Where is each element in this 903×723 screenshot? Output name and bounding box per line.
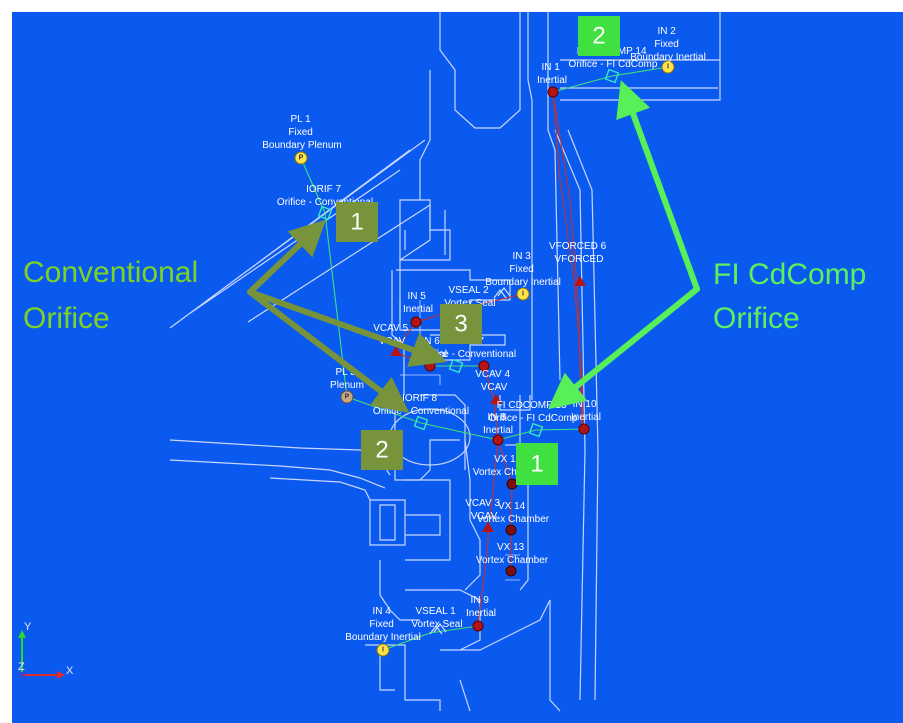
- node-vseal2[interactable]: [493, 287, 511, 299]
- viewport-canvas[interactable]: I I I P P: [12, 12, 903, 723]
- label-fi13: FI CDCOMP 13 Orifice - FI CdComp: [489, 400, 578, 424]
- callout-fi-cdcomp-orifice: FI CdComp Orifice: [713, 258, 875, 335]
- label-vx13: VX 13 Vortex Chamber: [476, 542, 549, 566]
- node-in3[interactable]: I: [516, 287, 530, 301]
- badge-conventional-3: 3: [440, 304, 482, 344]
- svg-text:P: P: [345, 394, 350, 401]
- label-in8: IN 8 Inertial: [483, 412, 513, 436]
- arrow-conventional-2: [247, 289, 410, 413]
- arrow-conventional-1: [247, 219, 327, 295]
- svg-text:3: 3: [454, 311, 467, 338]
- node-vcav3[interactable]: [482, 522, 494, 532]
- arrow-fi-2: [616, 80, 700, 292]
- axis-z-label: Z: [18, 661, 25, 673]
- arrow-conventional-3: [247, 289, 447, 367]
- node-in7[interactable]: [478, 360, 490, 372]
- svg-text:1: 1: [530, 451, 543, 478]
- svg-text:2: 2: [375, 437, 388, 464]
- label-vforced6: VFORCED 6 VFORCED: [549, 241, 609, 265]
- svg-text:I: I: [382, 647, 384, 654]
- node-in9[interactable]: [472, 620, 484, 632]
- label-in2: IN 2 Fixed Boundary Inertial: [630, 26, 706, 63]
- badge-fi-2: 2: [578, 16, 620, 56]
- orifice-iorif-mid[interactable]: [448, 358, 464, 374]
- label-iorif8: IORIF 8 Orifice - Conventional: [373, 393, 469, 417]
- node-in4[interactable]: I: [376, 643, 390, 657]
- badge-conventional-2: 2: [361, 430, 403, 470]
- node-in6[interactable]: [424, 360, 436, 372]
- svg-text:I: I: [667, 64, 669, 71]
- node-in2[interactable]: I: [661, 60, 675, 74]
- node-vcav4[interactable]: [490, 394, 502, 404]
- badge-fi-1: 1: [516, 443, 558, 485]
- label-vx14: VX 14 Vortex Chamber: [477, 501, 550, 525]
- label-in3: IN 3 Fixed Boundary Inertial: [485, 251, 561, 288]
- orifice-iorif8[interactable]: [413, 415, 429, 431]
- label-iorif7: IORIF 7 Orifice - Conventional: [277, 184, 373, 208]
- arrow-fi-1: [547, 286, 700, 410]
- badge-conventional-1: 1: [336, 202, 378, 242]
- axis-y-label: Y: [24, 621, 32, 633]
- node-vcav5[interactable]: [390, 346, 402, 356]
- svg-text:1: 1: [350, 209, 363, 236]
- node-vx15[interactable]: [506, 478, 518, 490]
- label-in9: IN 9 Inertial: [466, 595, 496, 619]
- annotation-arrows: [247, 80, 700, 413]
- orifice-iorif7[interactable]: [317, 205, 333, 221]
- node-in8[interactable]: [492, 434, 504, 446]
- label-vseal1: VSEAL 1 Vortex Seal: [411, 606, 462, 630]
- label-vseal2: VSEAL 2 Vortex Seal: [444, 285, 495, 309]
- node-vseal1[interactable]: [429, 623, 447, 635]
- node-pl3[interactable]: P: [340, 390, 354, 404]
- label-pl3: PL 3 Plenum: [330, 367, 364, 391]
- axis-triad: Y X Z: [18, 621, 74, 679]
- label-pl1: PL 1 Fixed Boundary Plenum: [262, 114, 342, 151]
- label-vcav4: VCAV 4 VCAV: [475, 369, 513, 393]
- label-in4: IN 4 Fixed Boundary Inertial: [345, 606, 421, 643]
- node-in10[interactable]: [578, 423, 590, 435]
- node-vforced6[interactable]: [574, 276, 586, 286]
- label-in5: IN 5 Inertial: [403, 291, 433, 315]
- svg-text:P: P: [299, 155, 304, 162]
- node-in1[interactable]: [547, 86, 559, 98]
- orifice-fi13[interactable]: [528, 422, 544, 438]
- model-viewport[interactable]: I I I P P: [12, 12, 903, 723]
- svg-text:I: I: [522, 291, 524, 298]
- label-vx15: VX 15 Vortex Chamber: [473, 454, 546, 478]
- node-pl1[interactable]: P: [294, 151, 308, 165]
- axis-x-label: X: [66, 665, 74, 677]
- orifice-fi14[interactable]: [604, 68, 620, 84]
- node-vx14[interactable]: [505, 524, 517, 536]
- label-in1: IN 1 Inertial: [537, 62, 567, 86]
- svg-text:2: 2: [592, 23, 605, 50]
- node-vx13[interactable]: [505, 565, 517, 577]
- node-in5[interactable]: [410, 316, 422, 328]
- label-vcav3: VCAV 3 VCAV: [465, 498, 503, 522]
- callout-conventional-orifice: Conventional Orifice: [23, 256, 206, 335]
